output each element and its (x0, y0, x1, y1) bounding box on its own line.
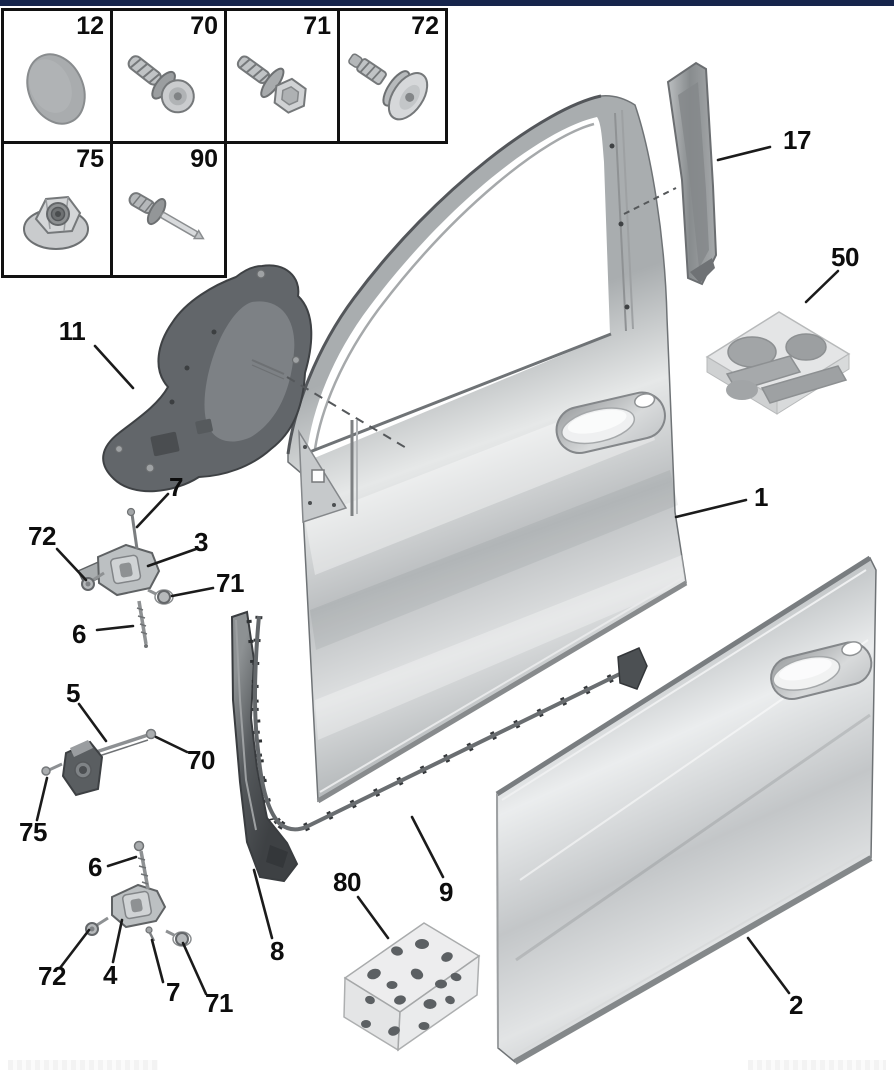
clip-kit-80 (343, 922, 481, 1052)
callout-11[interactable]: 11 (58, 316, 86, 346)
hinge-pin-7-upper (126, 507, 139, 550)
callout-6-upper[interactable]: 6 (72, 619, 86, 649)
callout-75[interactable]: 75 (19, 817, 47, 847)
upper-hinge-3 (76, 507, 174, 648)
washer-head-screw-icon (348, 53, 429, 121)
cap-plug-icon (26, 53, 86, 125)
callout-7-upper[interactable]: 7 (169, 472, 183, 502)
legend-cell-71[interactable]: 71 (224, 8, 340, 144)
door-handle-cutout-2 (770, 641, 873, 700)
callout-6-lower[interactable]: 6 (88, 852, 102, 882)
callout-72-upper[interactable]: 72 (28, 521, 56, 551)
callout-9[interactable]: 9 (439, 877, 453, 907)
callout-7-lower[interactable]: 7 (166, 977, 180, 1007)
screw-71-upper (147, 588, 174, 605)
hinge-bolt-6-lower (133, 840, 150, 890)
clip-contents (361, 939, 462, 1036)
pad-kit-50 (705, 311, 851, 415)
legend-cell-12[interactable]: 12 (1, 8, 113, 144)
legend-label-71: 71 (303, 12, 331, 40)
callout-71-upper[interactable]: 71 (216, 568, 244, 598)
top-border-bar (0, 0, 894, 6)
callout-1[interactable]: 1 (754, 482, 768, 512)
legend-cell-70[interactable]: 70 (110, 8, 227, 144)
legend-label-70: 70 (190, 12, 218, 40)
callout-70[interactable]: 70 (187, 745, 215, 775)
check-strap-5 (41, 728, 157, 797)
watermark-right (748, 1060, 886, 1070)
lower-hinge-4 (85, 840, 192, 947)
guide-rail-8 (230, 610, 299, 883)
door-panel-2 (495, 555, 877, 1065)
watermark-left (8, 1060, 158, 1070)
screw-72-lower (85, 916, 109, 936)
blind-rivet-icon (128, 192, 205, 240)
mirror-mount-plate (298, 420, 358, 524)
seal-strip-9 (251, 615, 648, 834)
hex-flange-screw-icon (236, 55, 307, 114)
callout-8[interactable]: 8 (270, 936, 284, 966)
hinge-pin-7-lower (145, 926, 156, 942)
flange-nut-icon (23, 195, 89, 250)
callout-3[interactable]: 3 (194, 527, 208, 557)
callout-4[interactable]: 4 (103, 960, 117, 990)
door-panel-1 (286, 94, 688, 804)
legend-cell-75[interactable]: 75 (1, 141, 113, 278)
hinge-bolt-6-upper (136, 600, 148, 648)
screw-71-lower (165, 929, 192, 947)
door-handle-cutout-1 (555, 391, 666, 454)
callout-2[interactable]: 2 (789, 990, 803, 1020)
callout-80[interactable]: 80 (333, 867, 361, 897)
screw-70-check-strap (140, 728, 157, 740)
legend-label-75: 75 (76, 145, 104, 173)
legend-cell-72[interactable]: 72 (337, 8, 448, 144)
callout-72-lower[interactable]: 72 (38, 961, 66, 991)
pillar-trim-17 (666, 61, 718, 286)
callout-17[interactable]: 17 (783, 125, 811, 155)
legend-label-90: 90 (190, 145, 218, 173)
torx-screw-icon (127, 55, 195, 114)
callout-71-lower[interactable]: 71 (205, 988, 233, 1018)
legend-label-72: 72 (411, 12, 439, 40)
callout-5[interactable]: 5 (66, 678, 80, 708)
legend-cell-90[interactable]: 90 (110, 141, 227, 278)
callout-50[interactable]: 50 (831, 242, 859, 272)
legend-label-12: 12 (76, 12, 104, 40)
stud-75-check-strap (41, 762, 63, 776)
module-panel-11 (102, 264, 409, 493)
